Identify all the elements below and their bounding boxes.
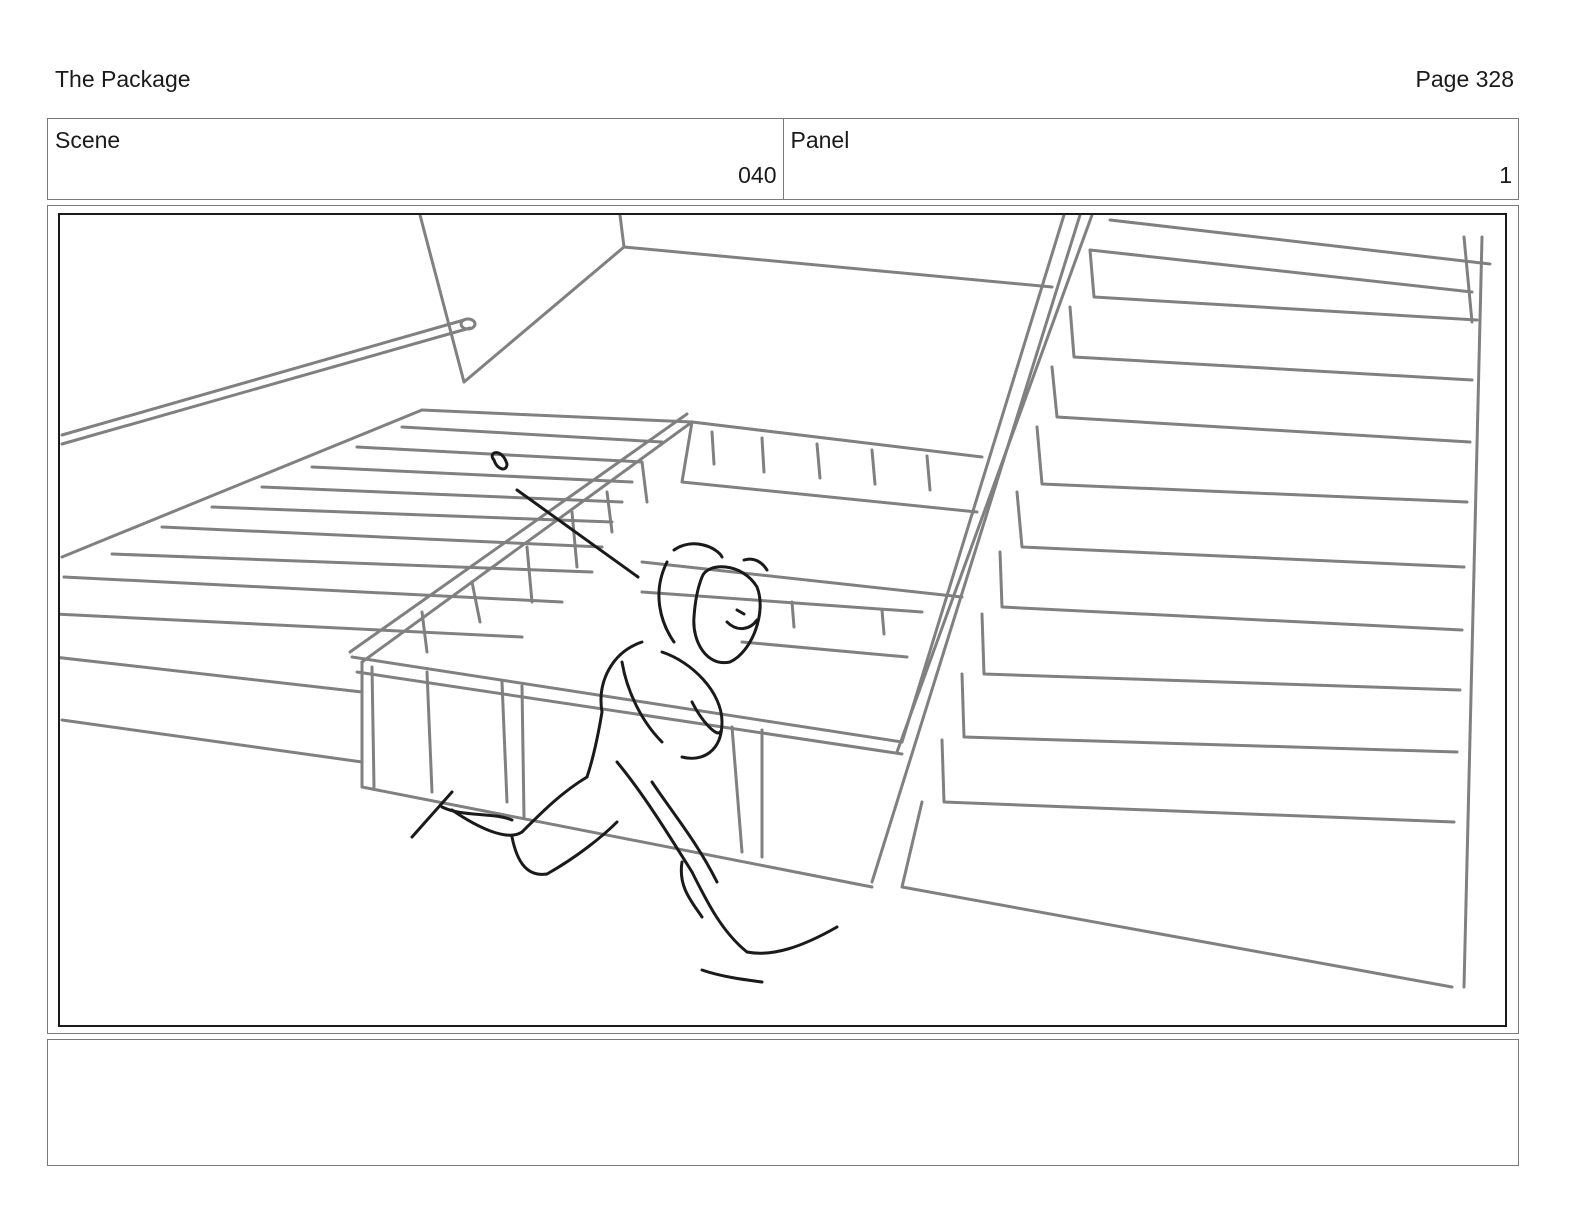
- panel-number: 1: [1499, 162, 1512, 188]
- scene-cell: Scene 040: [48, 119, 783, 199]
- panel-cell: Panel 1: [782, 119, 1519, 199]
- panel-label: Panel: [790, 127, 850, 153]
- page-number: Page 328: [1415, 66, 1514, 92]
- stairwell-background: [60, 215, 1492, 989]
- panel-image: [58, 213, 1507, 1027]
- scene-number: 040: [738, 162, 777, 188]
- scene-label: Scene: [55, 127, 121, 153]
- sketch-drawing: [60, 215, 1492, 989]
- running-character: [410, 451, 839, 984]
- scene-panel-info: Scene 040 Panel 1: [47, 118, 1519, 200]
- panel-frame: [47, 205, 1519, 1034]
- storyboard-title: The Package: [55, 66, 191, 92]
- notes-box: [47, 1039, 1519, 1166]
